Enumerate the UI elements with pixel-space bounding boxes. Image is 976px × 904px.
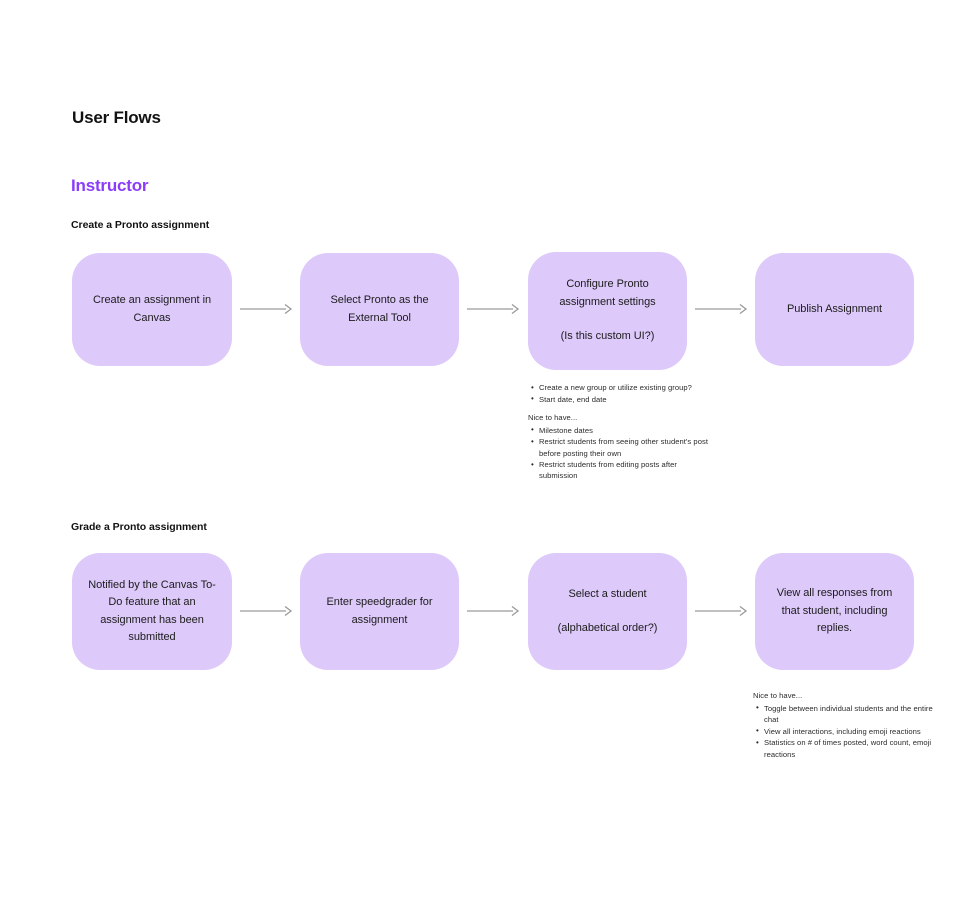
flow-node-select-pronto-external-tool[interactable]: Select Pronto as the External Tool [300,253,459,366]
role-section-heading: Instructor [71,176,149,195]
note-item: Restrict students from seeing other stud… [531,436,708,458]
flow-node-label: Publish Assignment [786,302,883,315]
flow-node-sublabel: (alphabetical order?) [557,622,658,634]
flow-notes-create-assignment: Create a new group or utilize existing g… [528,381,708,482]
flow-arrow-2-3 [695,605,749,617]
flow-node-label: Create an assignment in Canvas [92,294,212,324]
flow-node-configure-pronto-settings[interactable]: Configure Pronto assignment settings (Is… [528,252,687,370]
note-item: Restrict students from editing posts aft… [531,459,708,481]
note-item: Toggle between individual students and t… [756,702,933,725]
flow-title-create-assignment: Create a Pronto assignment [71,219,210,231]
note-item: Start date, end date [531,393,708,405]
nice-to-have-list: Milestone dates Restrict students from s… [528,424,708,482]
flow-arrow-2-1 [240,605,294,617]
flow-arrow-1-3 [695,303,749,315]
notes-list: Create a new group or utilize existing g… [528,381,708,405]
nice-to-have-label: Nice to have... [528,412,578,422]
flow-node-select-a-student[interactable]: Select a student (alphabetical order?) [528,553,687,670]
note-item: Create a new group or utilize existing g… [531,381,708,393]
flow-node-sublabel: (Is this custom UI?) [560,330,655,343]
flow-node-view-all-responses[interactable]: View all responses from that student, in… [755,553,914,670]
flow-node-label: Configure Pronto assignment settings [559,278,656,308]
flow-node-label: Enter speedgrader for assignment [326,596,433,626]
flow-node-label: Select a student [568,587,647,600]
flow-node-enter-speedgrader[interactable]: Enter speedgrader for assignment [300,553,459,670]
flow-node-create-assignment-canvas[interactable]: Create an assignment in Canvas [72,253,232,366]
note-item: Statistics on # of times posted, word co… [756,737,933,759]
nice-to-have-list: Toggle between individual students and t… [753,702,933,760]
flow-arrow-1-2 [467,303,521,315]
flow-title-grade-assignment: Grade a Pronto assignment [71,521,207,533]
flow-node-label: Select Pronto as the External Tool [330,294,429,324]
flow-node-label: View all responses from that student, in… [776,587,893,635]
nice-to-have-label: Nice to have... [753,691,803,700]
flow-node-label: Notified by the Canvas To-Do feature tha… [88,578,216,644]
flow-node-publish-assignment[interactable]: Publish Assignment [755,253,914,366]
page-title: User Flows [72,108,161,127]
flow-arrow-1-1 [240,303,294,315]
note-item: Milestone dates [531,424,708,436]
flow-node-notified-canvas-todo[interactable]: Notified by the Canvas To-Do feature tha… [72,553,232,670]
note-item: View all interactions, including emoji r… [756,725,933,737]
flow-notes-grade-assignment: Nice to have... Toggle between individua… [753,690,933,760]
flow-arrow-2-2 [467,605,521,617]
